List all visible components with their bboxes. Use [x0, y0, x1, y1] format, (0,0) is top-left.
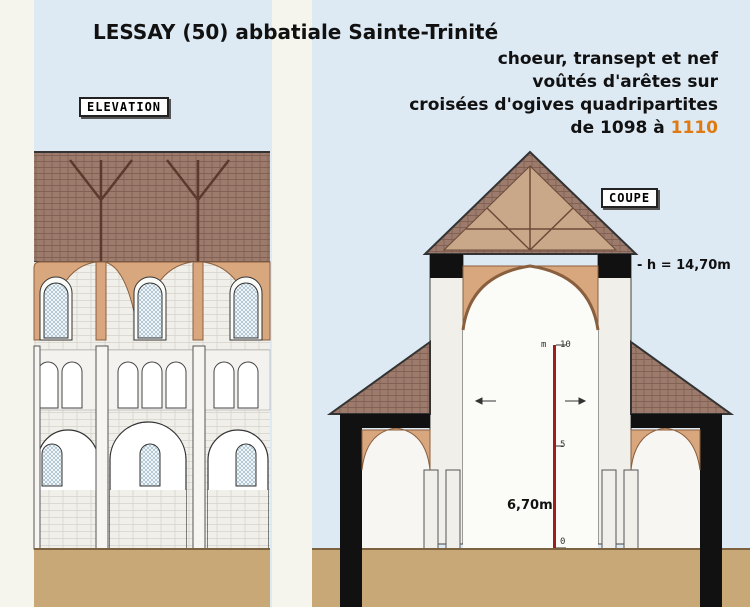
- scale-tick-5: 5: [560, 440, 566, 450]
- middle-margin-strip: [272, 0, 312, 607]
- caption-line-4: de 1098 à 1110: [409, 117, 718, 140]
- elevation-clerestory-windows: [39, 276, 263, 341]
- section-ground: [312, 549, 750, 607]
- scale-tick-0: 0: [560, 537, 566, 547]
- height-annotation: - h = 14,70m: [637, 258, 731, 273]
- elevation-trusses: [69, 159, 230, 262]
- elevation-lower-windows: [38, 443, 268, 548]
- caption-line-3: croisées d'ogives quadripartites: [409, 95, 718, 115]
- page-title: LESSAY (50) abbatiale Sainte-Trinité: [93, 20, 499, 44]
- elevation-roof: [34, 152, 270, 262]
- coupe-label: COUPE: [601, 188, 659, 208]
- scale-tick-10: 10: [560, 340, 571, 350]
- section-drawing: [312, 150, 750, 607]
- left-margin-strip: [0, 0, 34, 607]
- caption-line-1: choeur, transept et nef: [497, 49, 718, 69]
- elevation-ground: [34, 549, 270, 607]
- measure-annotation: 6,70m: [507, 498, 553, 513]
- caption-end-year: 1110: [670, 118, 718, 138]
- scale-unit-label: m: [541, 340, 547, 350]
- caption-block: choeur, transept et nef voûtés d'arêtes …: [409, 48, 718, 140]
- elevation-triforium-arcades: [37, 361, 259, 409]
- caption-line-2: voûtés d'arêtes sur: [532, 72, 718, 92]
- elevation-label: ELEVATION: [79, 97, 170, 117]
- elevation-piers: [33, 345, 206, 550]
- elevation-drawing: [33, 151, 271, 607]
- caption-date-prefix: de 1098 à: [570, 118, 665, 138]
